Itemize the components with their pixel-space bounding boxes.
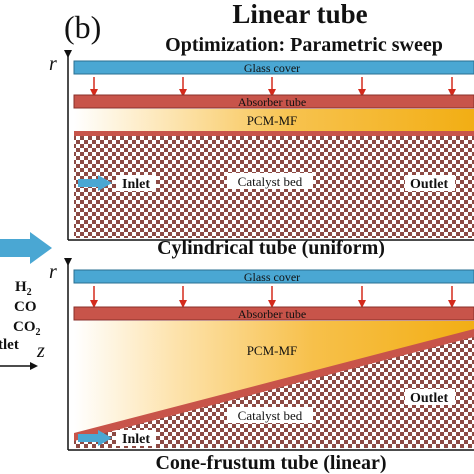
- bottom-pcm-label: PCM-MF: [247, 343, 298, 358]
- bottom-absorber-tube-label: Absorber tube: [238, 307, 306, 321]
- z-axis-label: z: [36, 340, 45, 362]
- bottom-glass-cover-label: Glass cover: [244, 270, 300, 284]
- bottom-r-axis-label: r: [49, 261, 57, 283]
- top-inlet-label-bg: [116, 175, 156, 191]
- top-inlet-arrow: [78, 175, 112, 191]
- gas-outlet-fragment: tlet: [0, 337, 19, 353]
- bottom-caption: Cone-frustum tube (linear): [155, 452, 386, 474]
- bottom-inlet-label: Inlet: [122, 432, 150, 447]
- bottom-inlet-label-bg: [116, 430, 156, 446]
- top-caption: Cylindrical tube (uniform): [157, 237, 385, 259]
- bottom-outlet-label: Outlet: [410, 391, 448, 406]
- gas-co2-text: CO: [13, 319, 36, 335]
- top-glass-cover: [73, 60, 474, 75]
- panel-label: (b): [64, 9, 101, 45]
- top-radiation-arrows: [90, 77, 456, 97]
- top-diagram: r Glass cover Absorber tube PCM-MF Catal…: [49, 50, 474, 241]
- top-outlet-label-bg: [405, 175, 455, 191]
- top-absorber-tube: [73, 94, 474, 109]
- bottom-inlet-arrow: [78, 430, 112, 446]
- gas-co2-subscript: 2: [36, 327, 41, 338]
- bottom-radiation-arrows: [90, 286, 456, 308]
- top-pcm-layer: [74, 109, 474, 131]
- bottom-glass-cover: [73, 269, 474, 284]
- gas-co2: CO2: [13, 319, 41, 338]
- gas-h2-subscript: 2: [27, 287, 32, 298]
- figure-title: Linear tube: [232, 0, 367, 29]
- gas-h2: H2: [15, 279, 32, 298]
- top-tube-wall: [74, 131, 474, 136]
- bottom-diagram: r Glass cover Absorber tube PCM-MF Catal…: [49, 258, 474, 451]
- inflow-arrow: [0, 232, 52, 264]
- figure-subtitle: Optimization: Parametric sweep: [165, 34, 443, 56]
- top-glass-cover-label: Glass cover: [244, 61, 300, 75]
- top-r-axis-label: r: [49, 53, 57, 75]
- top-outlet-label: Outlet: [410, 177, 448, 192]
- bottom-slanted-tube-wall: [74, 329, 474, 441]
- bottom-catalyst-bed-label: Catalyst bed: [238, 408, 303, 423]
- bottom-catalyst-label-bg: [227, 407, 313, 423]
- gas-species: H2 CO CO2 tlet: [0, 279, 41, 353]
- gas-h2-text: H: [15, 279, 27, 295]
- top-absorber-tube-label: Absorber tube: [238, 95, 306, 109]
- top-catalyst-bed-label: Catalyst bed: [238, 174, 303, 189]
- gas-co: CO: [14, 299, 37, 315]
- bottom-absorber-tube: [73, 306, 474, 321]
- top-inlet-label: Inlet: [122, 177, 150, 192]
- top-catalyst-label-bg: [227, 173, 313, 189]
- bottom-outlet-label-bg: [405, 389, 455, 405]
- top-pcm-label: PCM-MF: [247, 113, 298, 128]
